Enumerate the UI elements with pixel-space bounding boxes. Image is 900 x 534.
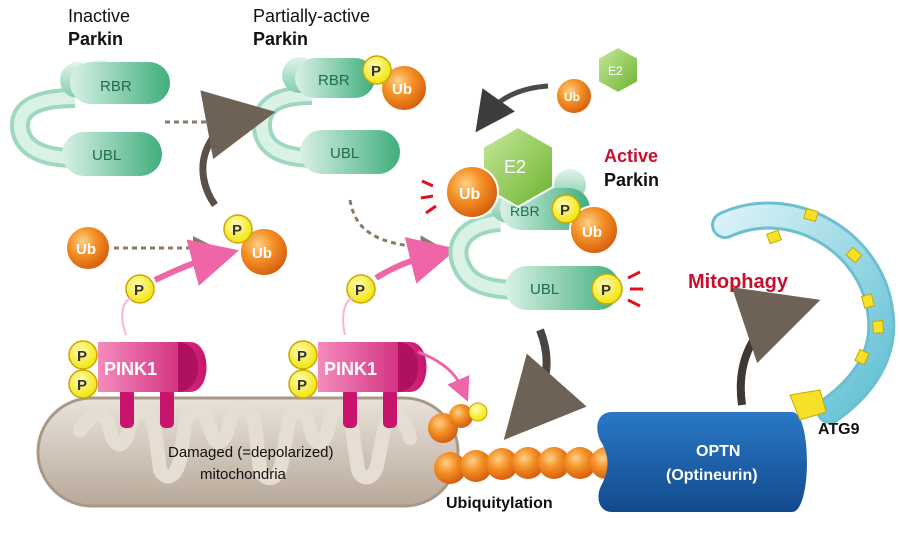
inactive-title-line2: Parkin bbox=[68, 29, 123, 49]
arrow-pub-to-partial bbox=[199, 90, 276, 208]
rbr-label: RBR bbox=[100, 78, 132, 95]
active-title-line1: Active bbox=[604, 146, 658, 166]
ubl-domain: UBL bbox=[62, 132, 162, 176]
mito-label-line2: mitochondria bbox=[200, 466, 287, 483]
ub-label: Ub bbox=[76, 241, 96, 258]
arrow-parkin-to-ubiquitylation bbox=[503, 328, 587, 440]
partial-parkin-title: Partially-active Parkin bbox=[253, 6, 370, 49]
atg9-patch bbox=[766, 229, 782, 245]
ub-label: Ub bbox=[459, 186, 481, 203]
isolation-membrane bbox=[711, 201, 896, 424]
arrow-e2-recruit bbox=[475, 83, 549, 133]
e2-label-small: E2 bbox=[608, 64, 623, 78]
e2-ub-small: E2 Ub bbox=[555, 45, 639, 115]
phospho-bead bbox=[468, 402, 488, 422]
ubl-label-partial: UBL bbox=[330, 145, 359, 162]
activity-burst-left bbox=[420, 179, 437, 215]
inactive-title-line1: Inactive bbox=[68, 6, 130, 26]
atg9-vesicle bbox=[789, 389, 827, 421]
p-label: P bbox=[355, 282, 365, 299]
optn-label-line1: OPTN bbox=[696, 443, 740, 460]
ub-label-small: Ub bbox=[564, 90, 580, 104]
p-label: P bbox=[134, 282, 144, 299]
e2-hexagon-large: E2 bbox=[482, 125, 554, 209]
ubl-domain-active: UBL P bbox=[505, 266, 623, 310]
mito-label-line1: Damaged (=depolarized) bbox=[168, 444, 334, 461]
free-phosphate-2: P bbox=[346, 274, 376, 304]
active-title-line2: Parkin bbox=[604, 170, 659, 190]
partial-title-line1: Partially-active bbox=[253, 6, 370, 26]
p-label: P bbox=[297, 348, 307, 365]
dashed-arrow-partial-to-active bbox=[348, 199, 444, 260]
inactive-parkin-title: Inactive Parkin bbox=[68, 6, 130, 49]
activity-burst-right bbox=[627, 270, 643, 308]
p-label: P bbox=[77, 377, 87, 394]
pink1-label: PINK1 bbox=[104, 359, 157, 379]
p-label: P bbox=[371, 63, 381, 80]
optn-receptor: OPTN (Optineurin) bbox=[597, 412, 807, 512]
e2-hexagon-small bbox=[597, 45, 639, 95]
atg9-patch bbox=[845, 246, 863, 264]
ub-label: Ub bbox=[392, 81, 412, 98]
atg9-label: ATG9 bbox=[818, 421, 860, 438]
ub-bead bbox=[564, 447, 596, 479]
free-ub: Ub bbox=[65, 225, 111, 271]
ub-bead bbox=[434, 452, 466, 484]
active-parkin: RBR E2 Ub Ub P UBL P bbox=[420, 125, 643, 310]
phospho-ub-partial: Ub P bbox=[362, 55, 428, 112]
ub-bead bbox=[486, 448, 518, 480]
pink-arrow-phosphorylation-2 bbox=[374, 237, 458, 284]
atg9-patch bbox=[854, 348, 870, 366]
free-phosphate-1: P bbox=[125, 274, 155, 304]
optn-label-line2: (Optineurin) bbox=[666, 467, 758, 484]
free-phospho-ub: Ub P bbox=[223, 214, 289, 277]
ub-label: Ub bbox=[252, 245, 272, 262]
pink-arrow-to-ubiquitin bbox=[417, 350, 470, 402]
ubl-label: UBL bbox=[92, 147, 121, 164]
pink1-right: PINK1 P P bbox=[288, 340, 427, 428]
ubl-label-active: UBL bbox=[530, 281, 559, 298]
ub-on-e2: Ub bbox=[445, 165, 499, 219]
pink-arrow-phosphorylation-1 bbox=[153, 239, 239, 286]
partial-parkin: RBR UBL Ub P bbox=[251, 55, 428, 174]
mitophagy-label: Mitophagy bbox=[688, 271, 789, 293]
active-parkin-title: Active Parkin bbox=[604, 146, 659, 190]
p-label: P bbox=[560, 202, 570, 219]
atg9-patch bbox=[803, 208, 819, 222]
ub-bead bbox=[512, 447, 544, 479]
p-label: P bbox=[77, 348, 87, 365]
rbr-domain-partial: RBR bbox=[282, 57, 375, 98]
inactive-parkin: RBR UBL bbox=[9, 60, 170, 176]
pink1-left: PINK1 P P bbox=[68, 340, 207, 428]
pink1-label: PINK1 bbox=[324, 359, 377, 379]
p-label: P bbox=[297, 377, 307, 394]
atg9-patch bbox=[861, 293, 875, 309]
e2-label: E2 bbox=[504, 157, 526, 177]
rbr-label-partial: RBR bbox=[318, 72, 350, 89]
p-label: P bbox=[232, 222, 242, 239]
ub-bead bbox=[460, 450, 492, 482]
arrow-to-mitophagy bbox=[731, 287, 821, 406]
ub-bead bbox=[449, 404, 473, 428]
partial-title-line2: Parkin bbox=[253, 29, 308, 49]
p-label: P bbox=[601, 282, 611, 299]
atg9-patch bbox=[871, 320, 885, 334]
ubl-domain-partial: UBL bbox=[300, 130, 400, 174]
rbr-domain: RBR bbox=[60, 60, 170, 104]
phospho-ub-active: Ub P bbox=[551, 194, 619, 255]
ubiquitylation-label: Ubiquitylation bbox=[446, 495, 553, 512]
ub-label: Ub bbox=[582, 224, 602, 241]
ub-bead bbox=[538, 447, 570, 479]
